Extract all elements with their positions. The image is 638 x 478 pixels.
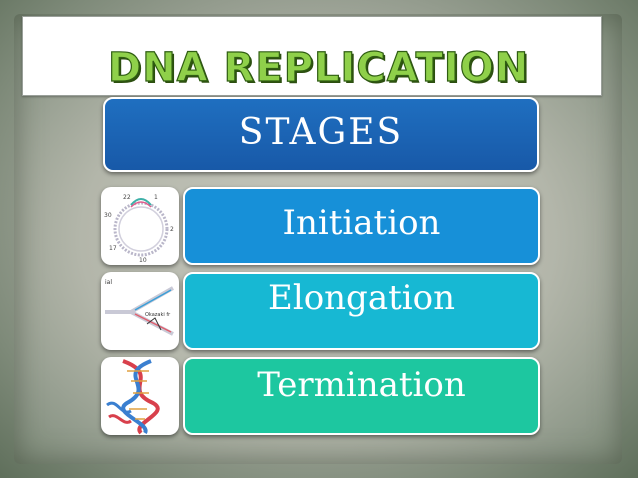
thumb-label-10: 10 (139, 257, 147, 264)
replication-fork-icon: ial Okazaki fr (105, 279, 174, 336)
stages-header-bar: STAGES (103, 97, 539, 172)
stage-label-termination: Termination (257, 365, 466, 405)
elongation-thumbnail: ial Okazaki fr (101, 272, 179, 350)
initiation-thumbnail: 22 1 30 2 17 10 (101, 187, 179, 265)
thumb-label-22: 22 (123, 194, 131, 201)
double-helix-icon (106, 359, 160, 435)
thumb-label-1: 1 (154, 194, 158, 201)
svg-text:ial: ial (105, 279, 112, 286)
title-box (22, 16, 602, 96)
slide-title: DNA REPLICATION (107, 44, 530, 91)
stage-bar-elongation: Elongation (183, 272, 540, 350)
termination-thumbnail (101, 357, 179, 435)
stage-bar-initiation: Initiation (183, 187, 540, 265)
stage-label-initiation: Initiation (282, 203, 441, 243)
stage-label-elongation: Elongation (268, 278, 455, 318)
stage-bar-termination: Termination (183, 357, 540, 435)
thumb-label-30: 30 (104, 212, 112, 219)
circular-dna-icon: 22 1 30 2 17 10 (104, 194, 174, 264)
thumb-label-2: 2 (170, 226, 174, 233)
thumb-label-17: 17 (109, 245, 117, 252)
thumb-label-okazaki: Okazaki fr (145, 312, 171, 318)
stages-header-label: STAGES (238, 112, 404, 153)
